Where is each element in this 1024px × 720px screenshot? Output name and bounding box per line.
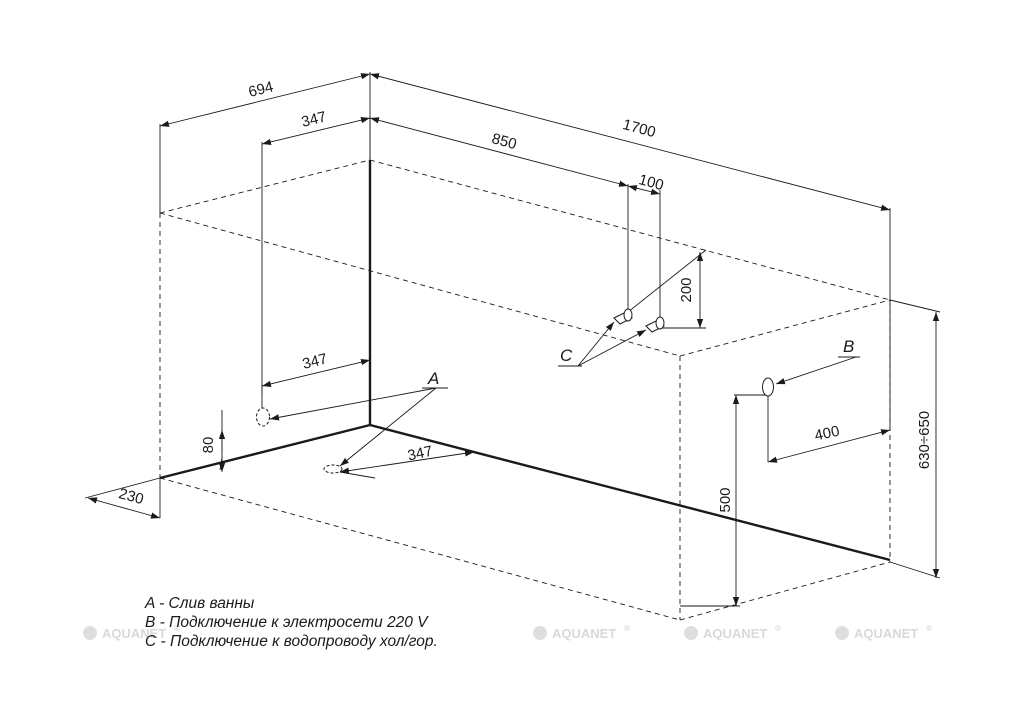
watermark-row: AQUANET ® AQUANET ® AQUANET ® AQUANET ® <box>83 624 932 641</box>
water-inlet-hot <box>645 316 665 333</box>
aquanet-logo-icon <box>835 626 849 640</box>
hidden-edges <box>159 159 891 621</box>
watermark-mark: ® <box>926 624 932 633</box>
watermark-text: AQUANET <box>552 626 616 641</box>
dim-label-80: 80 <box>200 437 217 454</box>
callout-leaders <box>269 321 860 467</box>
dim-label-850: 850 <box>490 130 519 153</box>
leader-a-wall <box>269 387 437 421</box>
watermark-mark: ® <box>775 624 781 633</box>
dim-line-347-mid <box>261 359 371 387</box>
watermark-mark: ® <box>624 624 630 633</box>
dim-line-100 <box>627 185 661 195</box>
dim-label-500: 500 <box>717 487 734 512</box>
electric-connection <box>762 377 774 397</box>
aquanet-logo-icon <box>83 626 97 640</box>
legend-item-b: B - Подключение к электросети 220 V <box>145 614 428 631</box>
callout-letters: A B C <box>427 337 854 388</box>
dim-label-630-650: 630÷650 <box>916 411 933 469</box>
wall-edges <box>159 160 891 562</box>
watermark-mark: ® <box>174 624 180 633</box>
leader-b <box>775 356 857 385</box>
dim-line-347-floor <box>339 450 475 474</box>
watermark-text: AQUANET <box>703 626 767 641</box>
leader-c-hot <box>577 329 647 367</box>
leader-c-cold <box>577 321 615 367</box>
water-inlet-cold <box>613 308 633 325</box>
watermark-text: AQUANET <box>102 626 166 641</box>
callout-c: C <box>560 346 573 365</box>
dim-label-230: 230 <box>117 485 146 508</box>
connection-points <box>256 308 774 474</box>
drain-outlet-wall <box>256 407 270 427</box>
dim-line-1700 <box>369 73 891 211</box>
callout-b: B <box>843 337 854 356</box>
leader-a-floor <box>339 387 437 467</box>
watermark: AQUANET ® <box>684 624 781 641</box>
dim-label-1700: 1700 <box>621 116 658 141</box>
dim-line-400 <box>767 429 891 463</box>
legend-item-c: C - Подключение к водопроводу хол/гор. <box>145 633 438 650</box>
watermark-text: AQUANET <box>854 626 918 641</box>
drain-outlet-floor <box>323 464 343 474</box>
watermark: AQUANET ® <box>835 624 932 641</box>
dim-line-347-top <box>261 117 371 145</box>
dim-label-100: 100 <box>637 171 666 194</box>
dim-label-694: 694 <box>247 78 275 101</box>
dim-line-694 <box>159 73 371 127</box>
aquanet-logo-icon <box>533 626 547 640</box>
dim-label-400: 400 <box>813 423 841 445</box>
callout-a: A <box>427 369 439 388</box>
legend: A - Слив ванны B - Подключение к электро… <box>145 594 438 651</box>
dim-line-850 <box>369 117 629 187</box>
legend-item-a: A - Слив ванны <box>145 595 255 612</box>
dim-label-347-mid: 347 <box>301 350 329 373</box>
watermark: AQUANET ® <box>83 624 180 641</box>
dim-label-347-floor: 347 <box>406 443 434 465</box>
dim-line-230 <box>87 497 161 519</box>
dimension-lines <box>87 73 940 606</box>
aquanet-logo-icon <box>684 626 698 640</box>
dim-label-347-top: 347 <box>300 108 328 131</box>
dimension-labels: 694 347 1700 850 100 200 347 347 80 230 … <box>117 78 933 512</box>
dim-label-200: 200 <box>678 277 695 302</box>
watermark: AQUANET ® <box>533 624 630 641</box>
